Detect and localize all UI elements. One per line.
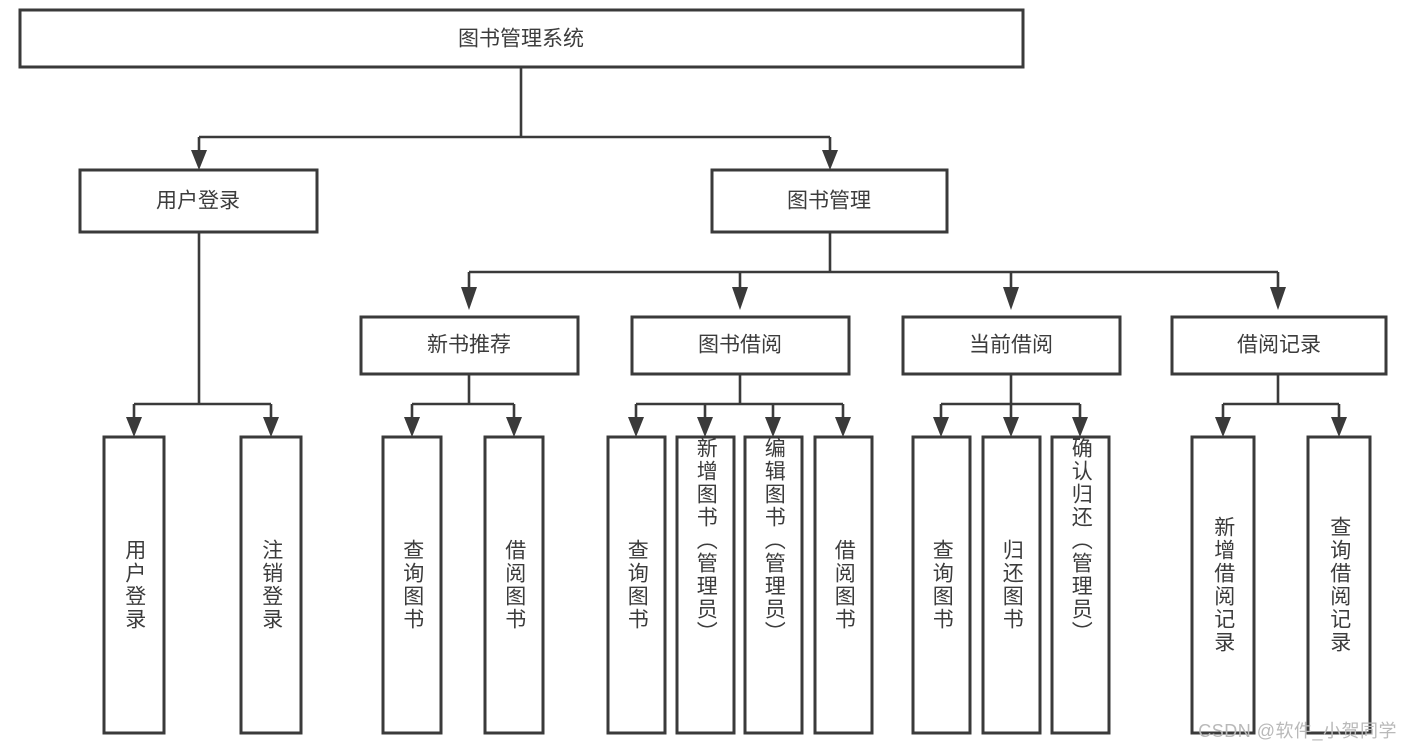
leaf-box-user-login-1[interactable] [239, 435, 303, 735]
leaf-box-book-borrow-1[interactable] [675, 435, 736, 735]
leaf-box-new-book-1[interactable] [483, 435, 545, 735]
node-root-box[interactable] [18, 8, 1025, 69]
arrow-icon-root-2 [822, 150, 838, 170]
arrow-icon-borrowrecord-2 [1331, 417, 1347, 437]
leaf-box-book-borrow-0[interactable] [606, 435, 667, 735]
connector-root-to-level2 [191, 67, 838, 170]
arrow-icon-root-1 [191, 150, 207, 170]
arrow-icon-level3-1 [461, 287, 477, 310]
leaf-box-current-borrow-2[interactable] [1050, 435, 1111, 735]
node-borrow-record[interactable]: 借阅记录 [1170, 315, 1388, 376]
connector-borrowrecord-to-leaves [1215, 374, 1347, 437]
node-user-login-label: 用户登录 [156, 190, 240, 213]
node-root-label: 图书管理系统 [458, 28, 584, 51]
node-new-book-recommend-box[interactable] [359, 315, 580, 376]
csdn-watermark: CSDN @软件_小贺同学 [1198, 721, 1397, 741]
node-borrow-record-label: 借阅记录 [1237, 334, 1321, 357]
node-user-login-box[interactable] [78, 168, 319, 234]
arrow-icon-userlogin-2 [263, 417, 279, 437]
node-current-borrow-label: 当前借阅 [969, 334, 1053, 357]
arrow-icon-newbook-1 [404, 417, 420, 437]
arrow-icon-currentborrow-3 [1072, 417, 1088, 437]
arrow-icon-bookborrow-1 [628, 417, 644, 437]
arrow-icon-bookborrow-3 [765, 417, 781, 437]
node-book-management[interactable]: 图书管理 [710, 168, 949, 234]
arrow-icon-currentborrow-1 [933, 417, 949, 437]
leaf-box-current-borrow-0[interactable] [911, 435, 972, 735]
leaf-box-book-borrow-3[interactable] [813, 435, 874, 735]
node-borrow-record-box[interactable] [1170, 315, 1388, 376]
arrow-icon-borrowrecord-1 [1215, 417, 1231, 437]
node-user-login[interactable]: 用户登录 [78, 168, 319, 234]
arrow-icon-level3-3 [1003, 287, 1019, 310]
leaf-box-new-book-0[interactable] [381, 435, 443, 735]
arrow-icon-bookborrow-4 [835, 417, 851, 437]
arrow-icon-level3-4 [1270, 287, 1286, 310]
node-book-management-box[interactable] [710, 168, 949, 234]
node-new-book-recommend[interactable]: 新书推荐 [359, 315, 580, 376]
connector-bookborrow-to-leaves [628, 374, 851, 437]
node-new-book-recommend-label: 新书推荐 [427, 334, 511, 357]
arrow-icon-currentborrow-2 [1003, 417, 1019, 437]
arrow-icon-level3-2 [732, 287, 748, 310]
connector-currentborrow-to-leaves [933, 374, 1088, 437]
connector-userlogin-to-leaves [126, 232, 279, 437]
connector-newbook-to-leaves [404, 374, 522, 437]
arrow-icon-newbook-2 [506, 417, 522, 437]
leaf-box-user-login-0[interactable] [102, 435, 166, 735]
node-book-borrow[interactable]: 图书借阅 [630, 315, 851, 376]
arrow-icon-userlogin-1 [126, 417, 142, 437]
leaf-box-book-borrow-2[interactable] [743, 435, 804, 735]
leaf-box-borrow-record-1[interactable] [1306, 435, 1372, 735]
node-current-borrow[interactable]: 当前借阅 [901, 315, 1122, 376]
arrow-icon-bookborrow-2 [697, 417, 713, 437]
leaf-box-current-borrow-1[interactable] [981, 435, 1042, 735]
node-book-management-label: 图书管理 [787, 190, 871, 213]
node-root[interactable]: 图书管理系统 [18, 8, 1025, 69]
node-book-borrow-box[interactable] [630, 315, 851, 376]
node-book-borrow-label: 图书借阅 [698, 334, 782, 357]
node-current-borrow-box[interactable] [901, 315, 1122, 376]
connector-bookmgmt-to-level3 [461, 232, 1286, 310]
leaf-box-borrow-record-0[interactable] [1190, 435, 1256, 735]
